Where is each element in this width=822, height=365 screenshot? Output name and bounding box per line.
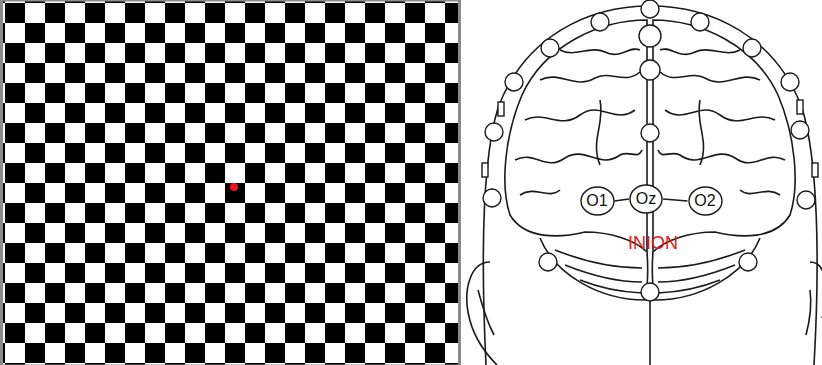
electrode-label: O1 (586, 193, 607, 209)
electrode-sites (482, 0, 818, 301)
head-drawing (467, 6, 822, 365)
fixation-dot (230, 183, 238, 191)
board-frame (2, 0, 460, 365)
electrode-label: O2 (694, 193, 715, 209)
electrode-circle: O2 (688, 186, 723, 216)
checkerboard (2, 0, 459, 365)
landmark-label: INION (628, 234, 678, 252)
electrode-ring (689, 187, 722, 215)
electrode-circle: O1 (580, 186, 615, 216)
electrode-ring (581, 187, 614, 215)
electrode-link (615, 199, 630, 201)
electrode-circle: Oz (629, 184, 663, 214)
electrode-ring (630, 185, 662, 213)
electrode-link (663, 199, 688, 201)
electrode-label: Oz (636, 191, 656, 207)
